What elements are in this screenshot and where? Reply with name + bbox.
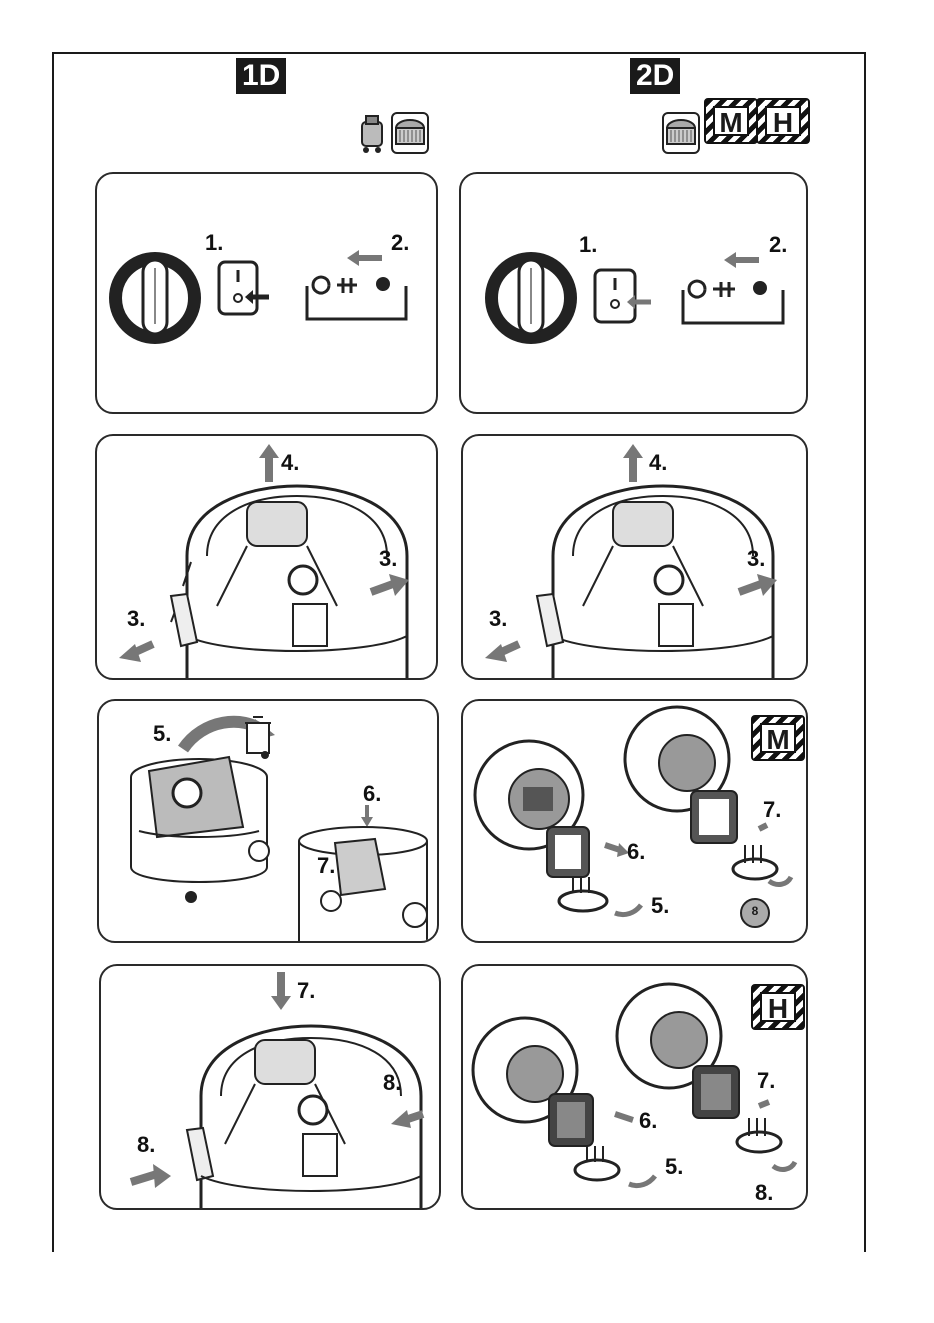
panel-remove-head-2d: 4. 3. 3. [461, 434, 808, 680]
step-label-1: 1. [205, 230, 223, 256]
step-label-3-right: 3. [379, 546, 397, 572]
step-label-4: 4. [649, 450, 667, 476]
section-badge-1d: 1D [236, 58, 286, 94]
step-label-8-right: 8. [383, 1070, 401, 1096]
class-h-label: H [765, 106, 801, 136]
step-label-5: 5. [153, 721, 171, 747]
panel-remove-head-1d: 4. 3. 3. [95, 434, 438, 680]
panel-switch-off-2d: 1. 2. [459, 172, 808, 414]
class-m-marker-icon: M [751, 715, 805, 761]
class-m-icon: M [704, 98, 758, 144]
step-label-8-left: 8. [137, 1132, 155, 1158]
panel-switch-off-1d: 1. 2. [95, 172, 438, 414]
step-label-6: 6. [363, 781, 381, 807]
step-label-6: 6. [627, 839, 645, 865]
panel-replace-bag-1d: 5. 6. 7. [97, 699, 439, 943]
step-label-2: 2. [769, 232, 787, 258]
step-label-1: 1. [579, 232, 597, 258]
step-label-3-right: 3. [747, 546, 765, 572]
cartridge-filter-icon-2 [662, 112, 700, 154]
cartridge-filter-icon [391, 112, 429, 154]
step-label-6: 6. [639, 1108, 657, 1134]
step-label-7: 7. [757, 1068, 775, 1094]
step-label-5: 5. [665, 1154, 683, 1180]
step-label-7: 7. [763, 797, 781, 823]
step-label-2: 2. [391, 230, 409, 256]
section-badge-2d: 2D [630, 58, 680, 94]
class-h-marker-label: H [760, 992, 796, 1022]
step-label-7: 7. [317, 853, 335, 879]
step-label-4: 4. [281, 450, 299, 476]
class-h-icon: H [756, 98, 810, 144]
step-label-5: 5. [651, 893, 669, 919]
step-label-3-left: 3. [489, 606, 507, 632]
panel-replace-filter-m: M 7. 6. 5. 8 [461, 699, 808, 943]
vacuum-bag-icon [356, 114, 388, 154]
step-label-7: 7. [297, 978, 315, 1004]
step-label-3-left: 3. [127, 606, 145, 632]
class-h-marker-icon: H [751, 984, 805, 1030]
step-badge-8: 8 [749, 904, 761, 918]
panel-refit-head-1d: 7. 8. 8. [99, 964, 441, 1210]
class-m-marker-label: M [760, 723, 796, 753]
panel-replace-filter-h: H 7. 6. 5. 8. [461, 964, 808, 1210]
step-label-8: 8. [755, 1180, 773, 1206]
class-m-label: M [713, 106, 749, 136]
